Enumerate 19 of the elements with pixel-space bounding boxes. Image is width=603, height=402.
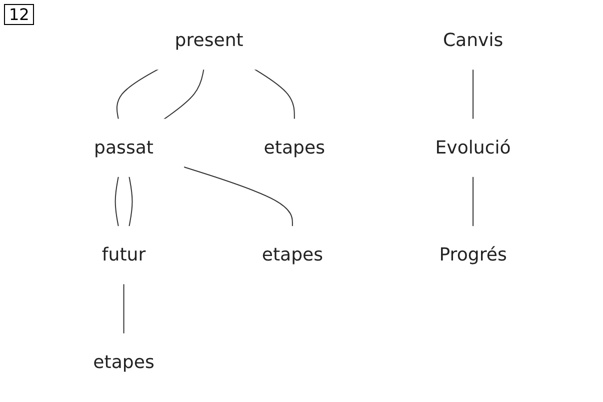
- node-text: passat: [94, 136, 154, 158]
- connector: [472, 176, 474, 226]
- figure-number: 12: [4, 4, 34, 25]
- node-text: Canvis: [442, 30, 503, 51]
- node-text: etapes: [263, 136, 324, 158]
- connector: [116, 68, 158, 119]
- node-text: etapes: [92, 351, 154, 372]
- connector: [114, 176, 118, 226]
- node-text: futur: [101, 244, 146, 266]
- connector: [163, 68, 204, 120]
- connector: [128, 176, 132, 226]
- connector: [254, 68, 294, 119]
- node-text: Progrés: [438, 244, 506, 266]
- connector: [122, 283, 124, 334]
- node-text: etapes: [261, 244, 323, 266]
- connector: [472, 68, 474, 119]
- node-text: Evolució: [434, 136, 510, 158]
- connector: [182, 166, 292, 226]
- node-text: present: [174, 30, 243, 51]
